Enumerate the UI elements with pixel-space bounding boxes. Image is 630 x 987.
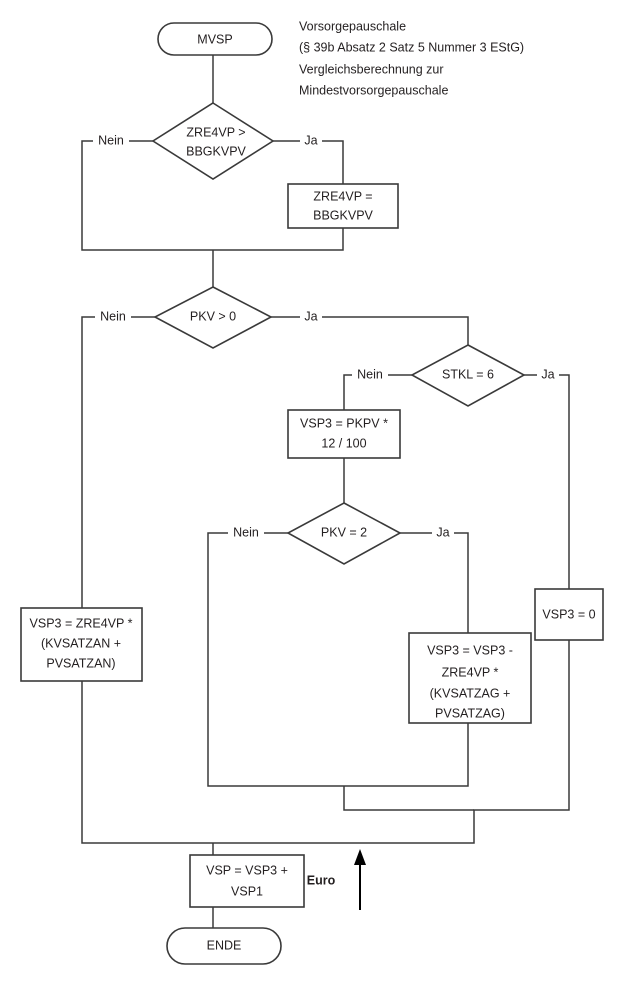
connector-merge786-down	[343, 786, 474, 811]
node-start[interactable]: MVSP	[157, 22, 273, 56]
process-vsp3-pkpv-shape	[287, 409, 401, 459]
connector-pkv0-no	[81, 316, 155, 608]
start-terminal-label: MVSP	[197, 32, 232, 46]
process-vsp3-ag-line-4: PVSATZAG)	[435, 706, 505, 720]
label-bg-pkv0-no	[95, 309, 131, 325]
process-vsp3-zero-shape	[534, 588, 604, 641]
label-bg-stkl6-yes	[537, 367, 559, 383]
connector-stkl6-yes	[524, 374, 570, 589]
title-block: Vorsorgepauschale (§ 39b Absatz 2 Satz 5…	[299, 19, 524, 97]
connector-stkl6-no	[343, 374, 412, 410]
connector-cap-to-merge	[213, 228, 344, 251]
branch-label-group-pkv-gt0: Nein Ja	[95, 309, 322, 325]
branch-label-zre4vp-yes: Ja	[304, 133, 317, 147]
process-vsp-sum-shape	[189, 854, 305, 908]
process-vsp3-an-line-3: PVSATZAN)	[46, 656, 115, 670]
decision-pkv-gt0-label: PKV > 0	[190, 309, 236, 323]
decision-zre4vp-line-1: ZRE4VP >	[186, 125, 245, 139]
branch-label-pkv0-yes: Ja	[304, 309, 317, 323]
process-vsp-sum-line-1: VSP = VSP3 +	[206, 863, 288, 877]
connector-pkv2-no	[207, 532, 344, 787]
branch-label-pkv2-no: Nein	[233, 525, 259, 539]
process-zre4vp-cap-shape	[287, 183, 399, 229]
process-vsp3-an-line-2: (KVSATZAN +	[41, 636, 121, 650]
node-end[interactable]: ENDE	[166, 927, 282, 965]
process-vsp3-ag-line-3: (KVSATZAG +	[430, 686, 511, 700]
title-line-2: (§ 39b Absatz 2 Satz 5 Nummer 3 EStG)	[299, 40, 524, 54]
decision-pkv-gt0-shape	[153, 286, 273, 349]
label-bg-pkv0-yes	[300, 309, 322, 325]
node-process-vsp3-zero[interactable]: VSP3 = 0	[534, 588, 604, 641]
connector-pkv0-yes	[271, 316, 469, 345]
decision-pkv-eq2-label: PKV = 2	[321, 525, 367, 539]
process-vsp-sum-line-2: VSP1	[231, 884, 263, 898]
node-decision-pkv-gt0[interactable]: PKV > 0	[153, 286, 273, 349]
node-decision-pkv-eq2[interactable]: PKV = 2	[286, 502, 402, 565]
annotation-euro: Euro	[307, 849, 366, 910]
euro-label: Euro	[307, 873, 336, 887]
node-process-vsp3-pkpv[interactable]: VSP3 = PKPV * 12 / 100	[287, 409, 401, 459]
branch-label-stkl6-no: Nein	[357, 367, 383, 381]
node-decision-zre4vp[interactable]: ZRE4VP > BBGKVPV	[151, 102, 275, 180]
connector-pkv2-yes	[400, 532, 469, 633]
process-vsp3-zero-label: VSP3 = 0	[542, 607, 595, 621]
connector-vsp3an-to-bottom	[81, 681, 213, 844]
label-bg-zre4vp-no	[93, 133, 129, 149]
process-vsp3-pkpv-line-2: 12 / 100	[321, 436, 366, 450]
end-terminal-label: ENDE	[207, 938, 242, 952]
euro-arrow-head-icon	[354, 849, 366, 865]
process-zre4vp-cap-line-2: BBGKVPV	[313, 208, 373, 222]
connector-vsp3ag-to-merge	[344, 723, 469, 787]
process-vsp3-an-shape	[20, 607, 143, 682]
title-line-4: Mindestvorsorgepauschale	[299, 83, 448, 97]
label-bg-zre4vp-yes	[300, 133, 322, 149]
process-vsp3-ag-line-2: ZRE4VP *	[442, 665, 499, 679]
branch-label-stkl6-yes: Ja	[541, 367, 554, 381]
decision-stkl6-label: STKL = 6	[442, 367, 494, 381]
branch-label-zre4vp-no: Nein	[98, 133, 124, 147]
decision-stkl6-shape	[410, 344, 526, 407]
branch-label-group-zre4vp: Nein Ja	[93, 133, 322, 149]
node-process-vsp3-ag[interactable]: VSP3 = VSP3 - ZRE4VP * (KVSATZAG + PVSAT…	[408, 632, 532, 724]
branch-label-pkv2-yes: Ja	[436, 525, 449, 539]
label-bg-stkl6-no	[352, 367, 388, 383]
process-zre4vp-cap-line-1: ZRE4VP =	[313, 189, 372, 203]
process-vsp3-ag-line-1: VSP3 = VSP3 -	[427, 643, 513, 657]
node-process-vsp3-an[interactable]: VSP3 = ZRE4VP * (KVSATZAN + PVSATZAN)	[20, 607, 143, 682]
decision-pkv-eq2-shape	[286, 502, 402, 565]
node-decision-stkl6[interactable]: STKL = 6	[410, 344, 526, 407]
title-line-1: Vorsorgepauschale	[299, 19, 406, 33]
branch-label-pkv0-no: Nein	[100, 309, 126, 323]
process-vsp3-pkpv-line-1: VSP3 = PKPV *	[300, 416, 388, 430]
label-bg-pkv2-yes	[432, 525, 454, 541]
decision-zre4vp-shape	[151, 102, 275, 180]
start-terminal-shape	[157, 22, 273, 56]
end-terminal-shape	[166, 927, 282, 965]
node-process-vsp-sum[interactable]: VSP = VSP3 + VSP1	[189, 854, 305, 908]
node-process-zre4vp-cap[interactable]: ZRE4VP = BBGKVPV	[287, 183, 399, 229]
process-vsp3-ag-shape	[408, 632, 532, 724]
branch-label-group-pkv-eq2: Nein Ja	[228, 525, 454, 541]
decision-zre4vp-line-2: BBGKVPV	[186, 144, 246, 158]
branch-label-group-stkl6: Nein Ja	[352, 367, 559, 383]
label-bg-pkv2-no	[228, 525, 264, 541]
connector-zre4vp-yes	[273, 140, 344, 184]
process-vsp3-an-line-1: VSP3 = ZRE4VP *	[30, 616, 133, 630]
title-line-3: Vergleichsberechnung zur	[299, 62, 444, 76]
